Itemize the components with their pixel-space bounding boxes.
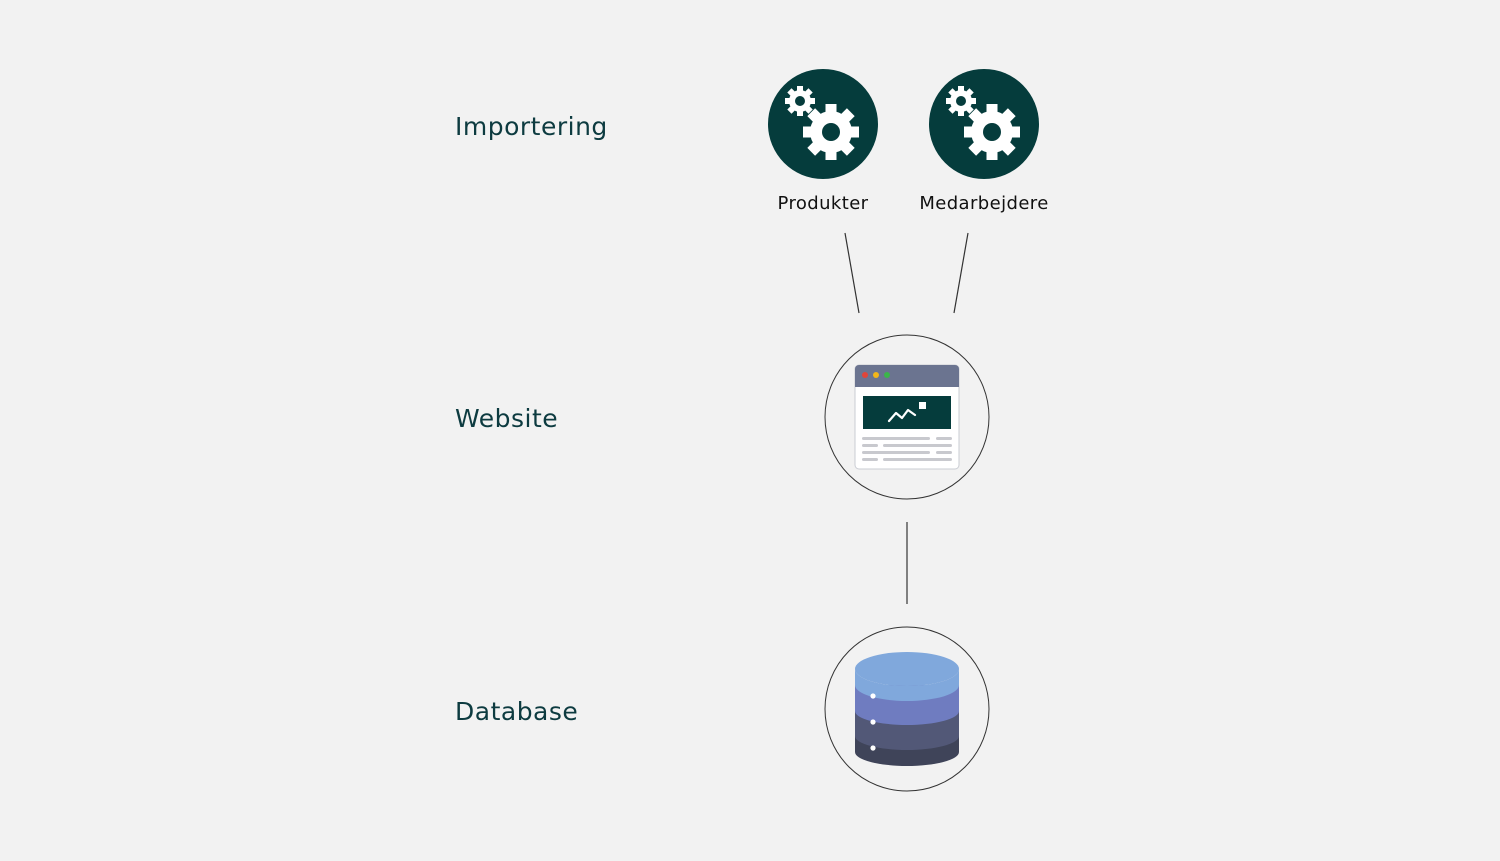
database-stack-icon [855,652,959,766]
node-label-medarbejdere: Medarbejdere [919,193,1049,214]
website-node [824,334,990,500]
node-label-produkter: Produkter [777,193,869,214]
connector-produkter-website [844,232,860,314]
database-node [824,626,990,792]
website-circle [824,334,990,500]
row-label-importering: Importering [455,112,608,141]
medarbejdere-node [929,69,1039,179]
row-label-database: Database [455,697,579,726]
row-label-website: Website [455,404,559,433]
database-circle [824,626,990,792]
connector-medarbejdere-website [953,232,969,314]
browser-window-icon [854,364,960,470]
produkter-node [768,69,878,179]
